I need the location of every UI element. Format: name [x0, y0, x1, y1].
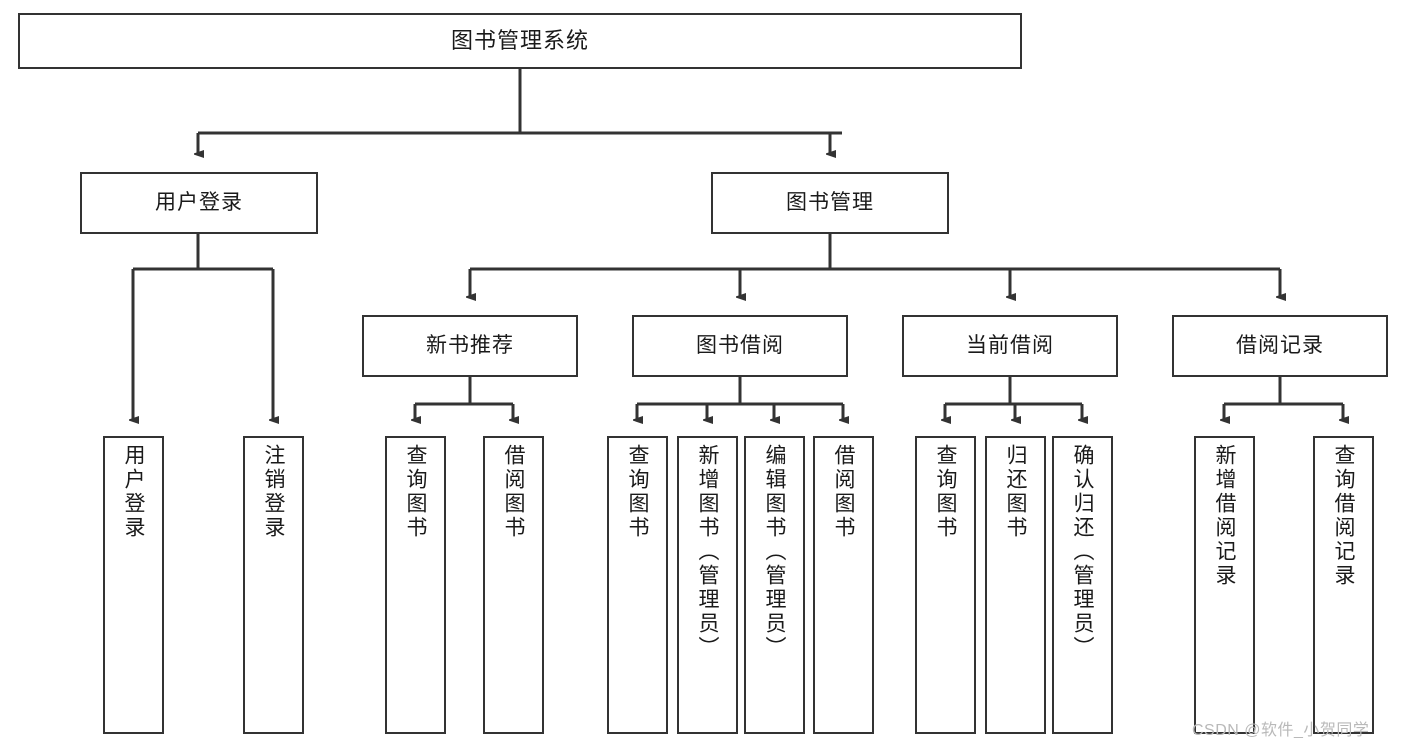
node-leaf-user-login-label: 用户登录: [122, 444, 145, 540]
node-leaf-query-record-label: 查询借阅记录: [1332, 444, 1355, 588]
node-book-manage-label: 图书管理: [786, 191, 874, 215]
node-book-borrow-label: 图书借阅: [696, 334, 784, 358]
node-new-book-recommend-label: 新书推荐: [426, 334, 514, 358]
node-leaf-query-book-1[interactable]: 查询图书: [385, 436, 446, 734]
node-leaf-confirm-return-label: 确认归还（管理员）: [1071, 444, 1094, 660]
node-leaf-add-record-label: 新增借阅记录: [1213, 444, 1236, 588]
node-leaf-borrow-book-2[interactable]: 借阅图书: [813, 436, 874, 734]
node-leaf-logout-login-label: 注销登录: [262, 444, 285, 540]
node-leaf-add-book[interactable]: 新增图书（管理员）: [677, 436, 738, 734]
node-book-manage[interactable]: 图书管理: [711, 172, 949, 234]
node-user-login-label: 用户登录: [155, 191, 243, 215]
node-leaf-query-record[interactable]: 查询借阅记录: [1313, 436, 1374, 734]
node-leaf-confirm-return[interactable]: 确认归还（管理员）: [1052, 436, 1113, 734]
node-leaf-user-login[interactable]: 用户登录: [103, 436, 164, 734]
node-leaf-query-book-2-label: 查询图书: [626, 444, 649, 540]
node-leaf-edit-book-label: 编辑图书（管理员）: [763, 444, 786, 660]
node-leaf-query-book-3-label: 查询图书: [934, 444, 957, 540]
node-borrow-record-label: 借阅记录: [1236, 334, 1324, 358]
node-current-borrow[interactable]: 当前借阅: [902, 315, 1118, 377]
node-leaf-add-book-label: 新增图书（管理员）: [696, 444, 719, 660]
node-leaf-borrow-book-1[interactable]: 借阅图书: [483, 436, 544, 734]
node-leaf-query-book-1-label: 查询图书: [404, 444, 427, 540]
node-root[interactable]: 图书管理系统: [18, 13, 1022, 69]
node-user-login[interactable]: 用户登录: [80, 172, 318, 234]
node-current-borrow-label: 当前借阅: [966, 334, 1054, 358]
node-leaf-query-book-3[interactable]: 查询图书: [915, 436, 976, 734]
node-borrow-record[interactable]: 借阅记录: [1172, 315, 1388, 377]
node-leaf-logout-login[interactable]: 注销登录: [243, 436, 304, 734]
node-leaf-borrow-book-1-label: 借阅图书: [502, 444, 525, 540]
node-leaf-borrow-book-2-label: 借阅图书: [832, 444, 855, 540]
node-leaf-edit-book[interactable]: 编辑图书（管理员）: [744, 436, 805, 734]
node-root-label: 图书管理系统: [450, 27, 589, 53]
node-leaf-add-record[interactable]: 新增借阅记录: [1194, 436, 1255, 734]
node-leaf-return-book[interactable]: 归还图书: [985, 436, 1046, 734]
node-book-borrow[interactable]: 图书借阅: [632, 315, 848, 377]
csdn-watermark: CSDN @软件_小贺同学: [1192, 722, 1370, 739]
node-leaf-return-book-label: 归还图书: [1004, 444, 1027, 540]
node-leaf-query-book-2[interactable]: 查询图书: [607, 436, 668, 734]
node-new-book-recommend[interactable]: 新书推荐: [362, 315, 578, 377]
